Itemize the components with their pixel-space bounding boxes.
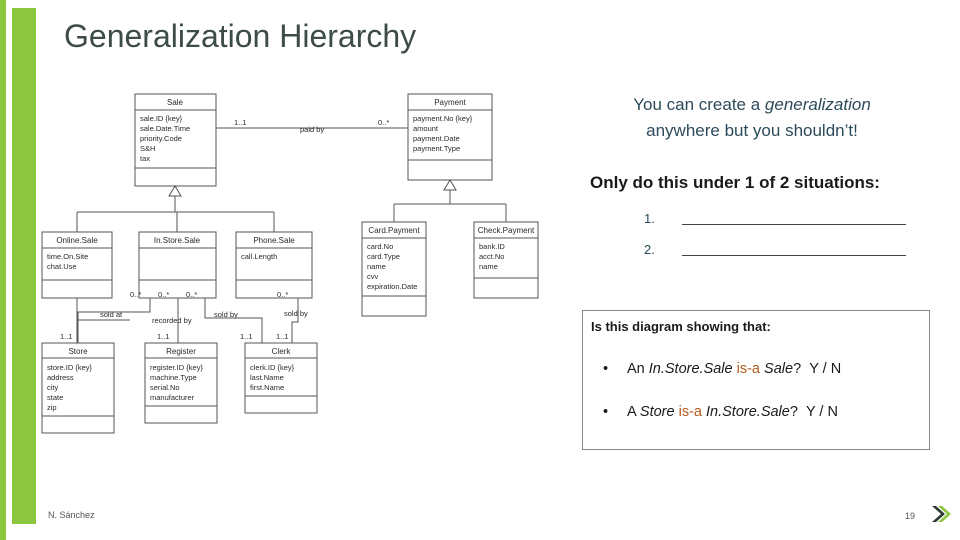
clerk-class-name: Clerk bbox=[272, 347, 292, 356]
card-payment-attr: expiration.Date bbox=[367, 282, 417, 291]
sale-attr: tax bbox=[140, 154, 150, 163]
mult-label: 1..1 bbox=[234, 118, 247, 127]
clerk-attr: last.Name bbox=[250, 373, 284, 382]
accent-edge bbox=[0, 0, 6, 540]
payment-attr: payment.No {key} bbox=[413, 114, 473, 123]
online-sale-class-name: Online.Sale bbox=[56, 236, 98, 245]
note-prefix: You can create a bbox=[633, 95, 765, 114]
situation-blank bbox=[682, 224, 906, 225]
store-attr: state bbox=[47, 393, 63, 402]
sale-class-name: Sale bbox=[167, 98, 184, 107]
question-object: Sale bbox=[764, 361, 794, 377]
assoc-label-recorded-by: recorded by bbox=[152, 316, 192, 325]
card-payment-attr: card.Type bbox=[367, 252, 400, 261]
generalization-triangle-payment bbox=[443, 179, 457, 191]
phone-sale-class-name: Phone.Sale bbox=[253, 236, 295, 245]
payment-class-name: Payment bbox=[434, 98, 466, 107]
card-payment-attr: name bbox=[367, 262, 386, 271]
check-payment-class-name: Check.Payment bbox=[478, 226, 535, 235]
online-sale-attr: chat.Use bbox=[47, 262, 77, 271]
payment-attr: payment.Type bbox=[413, 144, 460, 153]
check-payment-attr: name bbox=[479, 262, 498, 271]
note-suffix: anywhere but you shouldn’t! bbox=[646, 121, 858, 140]
situation-number: 2. bbox=[644, 242, 655, 257]
register-attr: machine.Type bbox=[150, 373, 197, 382]
question-object: In.Store.Sale bbox=[706, 404, 790, 420]
card-payment-attr: card.No bbox=[367, 242, 393, 251]
generalization-note: You can create a generalization anywhere… bbox=[582, 92, 922, 144]
assoc-label-sold-by: sold by bbox=[284, 309, 308, 318]
clerk-attr: clerk.ID {key} bbox=[250, 363, 295, 372]
isa-keyword: is-a bbox=[736, 361, 760, 377]
mult-label: 1..1 bbox=[276, 332, 289, 341]
online-sale-attr: time.On.Site bbox=[47, 252, 88, 261]
question-line: • A Store is-a In.Store.Sale? Y / N bbox=[603, 404, 838, 420]
bullet: • bbox=[603, 361, 609, 377]
check-payment-attr: bank.ID bbox=[479, 242, 505, 251]
mult-label: 0..* bbox=[186, 290, 197, 299]
check-payment-attr: acct.No bbox=[479, 252, 504, 261]
register-attr: manufacturer bbox=[150, 393, 195, 402]
situation-blank bbox=[682, 255, 906, 256]
mult-label: 1..1 bbox=[60, 332, 73, 341]
sale-attr: S&H bbox=[140, 144, 155, 153]
question-subject: Store bbox=[639, 404, 675, 420]
assoc-label-sold-at: sold at bbox=[100, 310, 123, 319]
assoc-label-paid-by: paid by bbox=[300, 125, 324, 134]
assoc-label-sold-by: sold by bbox=[214, 310, 238, 319]
mult-label: 1..1 bbox=[240, 332, 253, 341]
store-attr: address bbox=[47, 373, 74, 382]
sale-attr: priority.Code bbox=[140, 134, 182, 143]
store-attr: city bbox=[47, 383, 59, 392]
clerk-attr: first.Name bbox=[250, 383, 284, 392]
phone-sale-attr: call.Length bbox=[241, 252, 277, 261]
instore-sale-class-name: In.Store.Sale bbox=[154, 236, 201, 245]
mult-label: 0..* bbox=[378, 118, 389, 127]
register-attr: register.ID {key} bbox=[150, 363, 203, 372]
situations-heading: Only do this under 1 of 2 situations: bbox=[590, 173, 880, 192]
mult-label: 1..1 bbox=[157, 332, 170, 341]
store-attr: store.ID {key} bbox=[47, 363, 93, 372]
card-payment-attr: cvv bbox=[367, 272, 379, 281]
next-arrow-icon[interactable] bbox=[930, 504, 952, 524]
bullet: • bbox=[603, 404, 609, 420]
question-title: Is this diagram showing that: bbox=[591, 319, 771, 334]
slide-title: Generalization Hierarchy bbox=[64, 18, 417, 54]
page-number: 19 bbox=[905, 511, 916, 521]
register-attr: serial.No bbox=[150, 383, 180, 392]
clerk-class-box bbox=[244, 342, 318, 414]
sale-attr: sale.ID {key} bbox=[140, 114, 183, 123]
question-pre: An bbox=[627, 361, 649, 377]
isa-keyword: is-a bbox=[678, 404, 702, 420]
payment-attr: payment.Date bbox=[413, 134, 460, 143]
question-box: Is this diagram showing that: • An In.St… bbox=[582, 310, 930, 450]
store-attr: zip bbox=[47, 403, 57, 412]
card-payment-class-name: Card.Payment bbox=[368, 226, 420, 235]
mult-label: 0..* bbox=[277, 290, 288, 299]
register-class-box bbox=[144, 342, 218, 424]
question-subject: In.Store.Sale bbox=[648, 361, 733, 377]
question-mark: ? bbox=[793, 361, 802, 377]
yes-no-choice: Y / N bbox=[805, 404, 838, 420]
situation-number: 1. bbox=[644, 211, 655, 226]
register-class-name: Register bbox=[166, 347, 196, 356]
question-line: • An In.Store.Sale is-a Sale? Y / N bbox=[603, 361, 842, 377]
note-emphasis: generalization bbox=[764, 95, 871, 114]
payment-attr: amount bbox=[413, 124, 439, 133]
question-mark: ? bbox=[789, 404, 798, 420]
sale-attr: sale.Date.Time bbox=[140, 124, 190, 133]
mult-label: 0..* bbox=[158, 290, 169, 299]
mult-label: 0..* bbox=[130, 290, 141, 299]
author-footer: N. Sánchez bbox=[48, 510, 95, 520]
question-pre: A bbox=[627, 404, 640, 420]
store-class-name: Store bbox=[68, 347, 88, 356]
yes-no-choice: Y / N bbox=[809, 361, 842, 377]
accent-bar bbox=[12, 8, 36, 524]
generalization-triangle-sale bbox=[168, 185, 182, 197]
